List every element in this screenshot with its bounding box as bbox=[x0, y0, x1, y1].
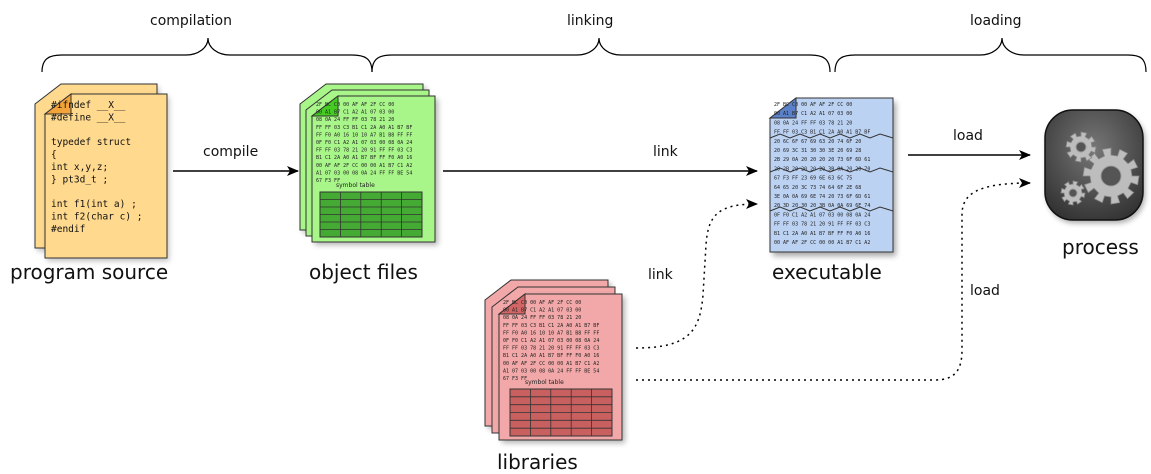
source-code-line: #endif bbox=[51, 224, 85, 235]
source-code-line: int f2(char c) ; bbox=[51, 212, 143, 223]
edge-label-link-libraries: link bbox=[648, 267, 673, 283]
library-hex-line: 0F F0 C1 A2 A1 07 03 00 08 0A 24 bbox=[503, 338, 599, 344]
libraries-icon: 2F BC C0 00 AF AF 2F CC 00 00 A1 B7 C1 A2… bbox=[484, 279, 625, 443]
library-hex-line: 00 AF AF 2F CC 00 00 A1 B7 C1 A2 bbox=[503, 361, 599, 367]
executable-hex-line: 00 A1 B7 C1 A2 A1 07 03 00 bbox=[774, 111, 852, 117]
executable-hex-line: FF FF 03 C3 B1 C1 2A A0 A1 B7 BF bbox=[774, 130, 870, 136]
object-hex-line: A1 07 03 00 08 0A 24 FF FF BE 54 bbox=[316, 170, 412, 176]
source-code-text: #ifndef __X__#define __X__typedef struct… bbox=[51, 100, 143, 235]
large-gear-icon-hole bbox=[1100, 165, 1122, 187]
executable-hex-line: 2F BC C0 00 AF AF 2F CC 00 bbox=[774, 102, 852, 108]
library-hex-line: 2F BC C0 00 AF AF 2F CC 00 bbox=[503, 300, 581, 306]
object-hex-line: 0F F0 C1 A2 A1 07 03 00 08 0A 24 bbox=[316, 140, 412, 146]
node-label-process: process bbox=[1062, 235, 1139, 259]
executable-hex-line: 64 65 20 3C 73 74 64 6F 2E 68 bbox=[774, 185, 861, 191]
executable-hex-text: 2F BC C0 00 AF AF 2F CC 00 00 A1 B7 C1 A2… bbox=[774, 102, 870, 246]
process-icon bbox=[1044, 109, 1145, 223]
object-hex-line: 2F BC C0 00 AF AF 2F CC 00 bbox=[316, 102, 394, 108]
object-hex-line: FF FF 03 78 21 20 91 FF FF 03 C3 bbox=[316, 148, 412, 154]
object-hex-line: B1 C1 2A A0 A1 B7 BF FF F0 A0 16 bbox=[316, 155, 412, 161]
loading-brace bbox=[834, 37, 1147, 73]
executable-hex-line: 20 2B 20 20 20 20 3B 0A 20 20 70 bbox=[774, 166, 870, 172]
library-hex-line: 08 0A 24 FF FF 03 78 21 20 bbox=[503, 315, 581, 321]
executable-hex-line: 67 F3 FF 23 69 6E 63 6C 75 bbox=[774, 176, 852, 182]
small-gear-icon-bottom-hole bbox=[1068, 188, 1078, 198]
object-hex-text: 2F BC C0 00 AF AF 2F CC 00 00 A1 B7 C1 A2… bbox=[316, 102, 412, 184]
library-hex-line: FF F0 A0 16 10 10 A7 B1 B8 FF FF bbox=[503, 330, 599, 336]
phase-label-linking: linking bbox=[567, 13, 614, 29]
library-symbol-table bbox=[509, 388, 613, 437]
library-hex-line: FF FF 03 78 21 20 91 FF FF 03 C3 bbox=[503, 346, 599, 352]
object-symbol-table-label: symbol table bbox=[336, 182, 375, 189]
object-hex-line: 00 AF AF 2F CC 00 00 A1 B7 C1 A2 bbox=[316, 163, 412, 169]
executable-hex-line: FF FF 03 78 21 20 91 FF FF 03 C3 bbox=[774, 222, 870, 228]
compilation-brace bbox=[41, 37, 373, 73]
executable-hex-line: 00 AF AF 2F CC 00 00 A1 B7 C1 A2 bbox=[774, 240, 870, 246]
executable-hex-line: 3E 0A 0A 69 6E 74 20 73 6F 6D 61 bbox=[774, 194, 870, 200]
node-label-executable: executable bbox=[772, 260, 882, 284]
executable-hex-line: 20 6C 6F 67 69 63 20 74 6F 20 bbox=[774, 139, 861, 145]
node-label-libraries: libraries bbox=[497, 450, 578, 474]
object-hex-line: FF F0 A0 16 10 10 A7 B1 B8 FF FF bbox=[316, 132, 412, 138]
edge-label-load-exe: load bbox=[953, 128, 983, 144]
executable-icon: 2F BC C0 00 AF AF 2F CC 00 00 A1 B7 C1 A2… bbox=[768, 96, 896, 256]
source-code-line: #define __X__ bbox=[51, 112, 126, 123]
object-files-icon: 2F BC C0 00 AF AF 2F CC 00 00 A1 B7 C1 A2… bbox=[299, 83, 438, 245]
library-load-arrow bbox=[636, 178, 1031, 381]
executable-hex-line: 2B 29 0A 20 20 20 20 73 6F 6D 61 bbox=[774, 157, 870, 163]
library-hex-line: A1 07 03 00 08 0A 24 FF FF BE 54 bbox=[503, 368, 599, 374]
object-hex-line: 67 F3 FF bbox=[316, 178, 340, 184]
edge-label-load-libraries: load bbox=[970, 283, 1000, 299]
library-hex-line: 00 A1 B7 C1 A2 A1 07 03 00 bbox=[503, 308, 581, 314]
small-gear-icon-top-hole bbox=[1075, 141, 1087, 153]
node-label-program-source: program source bbox=[10, 260, 169, 284]
source-code-line: typedef struct bbox=[51, 137, 131, 148]
object-hex-line: 00 A1 B7 C1 A2 A1 07 03 00 bbox=[316, 110, 394, 116]
edge-label-link-objects: link bbox=[653, 144, 678, 160]
executable-hex-line: 08 0A 24 FF FF 03 78 21 20 bbox=[774, 120, 852, 126]
executable-hex-line: 20 3D 20 30 20 3B 0A 0A 69 6E 74 bbox=[774, 203, 870, 209]
object-symbol-table bbox=[319, 191, 423, 238]
edge-label-compile: compile bbox=[203, 144, 259, 160]
executable-hex-line: 20 69 3C 31 30 30 3E 20 69 28 bbox=[774, 148, 861, 154]
library-hex-line: FF FF 03 C3 B1 C1 2A A0 A1 B7 BF bbox=[503, 323, 599, 329]
library-hex-line: 67 F3 FF bbox=[503, 376, 527, 382]
object-hex-line: FF FF 03 C3 B1 C1 2A A0 A1 B7 BF bbox=[316, 125, 412, 131]
source-code-line: } pt3d_t ; bbox=[51, 174, 108, 185]
source-code-line: int f1(int a) ; bbox=[51, 199, 137, 210]
source-code-line: int x,y,z; bbox=[51, 162, 108, 173]
executable-tear-lines bbox=[769, 133, 894, 212]
object-hex-line: 08 0A 24 FF FF 03 78 21 20 bbox=[316, 117, 394, 123]
executable-hex-line: 0F F0 C1 A2 A1 07 03 00 08 0A 24 bbox=[774, 212, 870, 218]
program-source-icon: #ifndef __X__#define __X__typedef struct… bbox=[34, 83, 169, 261]
phase-label-loading: loading bbox=[970, 13, 1022, 29]
phase-label-compilation: compilation bbox=[150, 13, 232, 29]
library-symbol-table-label: symbol table bbox=[525, 379, 564, 386]
library-hex-line: B1 C1 2A A0 A1 B7 BF FF F0 A0 16 bbox=[503, 353, 599, 359]
node-label-object-files: object files bbox=[309, 260, 418, 284]
linking-brace bbox=[371, 37, 831, 73]
source-code-line: { bbox=[51, 150, 57, 161]
executable-hex-line: B1 C1 2A A0 A1 B7 BF FF F0 A0 16 bbox=[774, 231, 870, 237]
library-hex-text: 2F BC C0 00 AF AF 2F CC 00 00 A1 B7 C1 A2… bbox=[503, 300, 599, 382]
source-code-line: #ifndef __X__ bbox=[51, 100, 126, 111]
